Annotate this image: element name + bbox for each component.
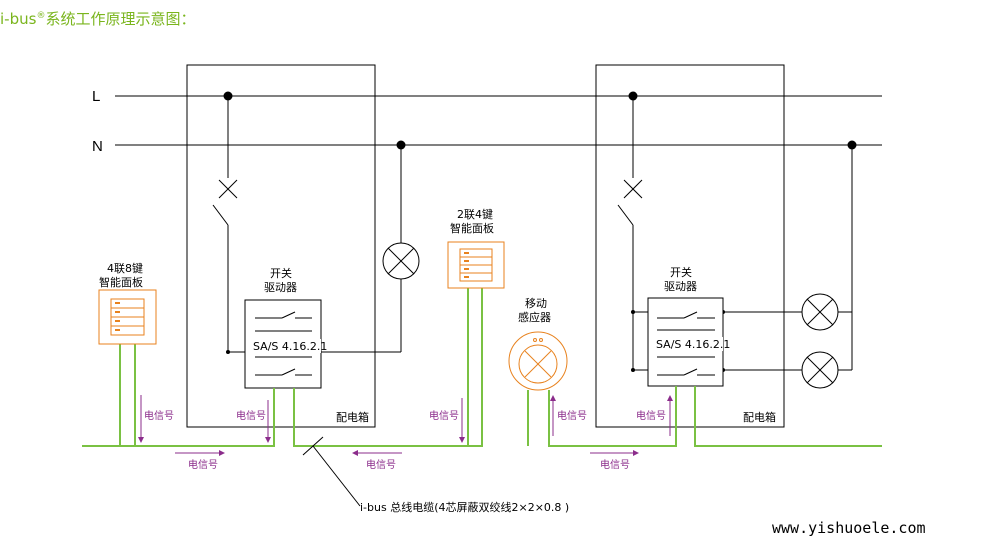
panel-left-label-2: 智能面板 bbox=[99, 275, 143, 289]
actuator-left-model: SA/S 4.16.2.1 bbox=[253, 340, 327, 353]
bus-wiring bbox=[82, 288, 882, 447]
signal-label: 电信号 bbox=[429, 409, 459, 422]
line-L-label: L bbox=[92, 88, 100, 105]
sensor-label-2: 感应器 bbox=[518, 310, 551, 324]
signal-label: 电信号 bbox=[366, 458, 396, 471]
cable-callout bbox=[302, 436, 361, 507]
distribution-box-left-label: 配电箱 bbox=[336, 410, 369, 424]
signal-label: 电信号 bbox=[144, 409, 174, 422]
distribution-box-left bbox=[186, 64, 376, 428]
smart-panel-4x8 bbox=[98, 289, 157, 345]
signal-label: 电信号 bbox=[636, 409, 666, 422]
lamp-icon bbox=[801, 351, 839, 389]
diagram-title: i-bus®系统工作原理示意图： bbox=[0, 10, 196, 28]
panel-mid-label-2: 智能面板 bbox=[450, 221, 494, 235]
signal-label: 电信号 bbox=[557, 409, 587, 422]
lamp-icon bbox=[801, 293, 839, 331]
panel-left-label-1: 4联8键 bbox=[107, 261, 143, 275]
switch-actuator-right: SA/S 4.16.2.1 bbox=[647, 297, 730, 387]
actuator-left-label-1: 开关 bbox=[270, 266, 292, 280]
switch-actuator-left: SA/S 4.16.2.1 bbox=[244, 299, 327, 389]
actuator-right-model: SA/S 4.16.2.1 bbox=[656, 338, 730, 351]
lamp-icon bbox=[382, 242, 420, 280]
actuator-left-label-2: 驱动器 bbox=[264, 281, 297, 294]
website-watermark: www.yishuoele.com bbox=[772, 519, 926, 537]
distribution-box-right-label: 配电箱 bbox=[743, 410, 776, 424]
right-circuit bbox=[617, 91, 857, 389]
actuator-right-label-2: 驱动器 bbox=[664, 280, 697, 293]
signal-arrows bbox=[138, 395, 673, 456]
actuator-right-label-1: 开关 bbox=[670, 265, 692, 279]
signal-label: 电信号 bbox=[600, 458, 630, 471]
left-circuit bbox=[212, 91, 420, 354]
motion-sensor-icon bbox=[508, 331, 568, 391]
panel-mid-label-1: 2联4键 bbox=[457, 207, 493, 221]
line-N-label: N bbox=[92, 138, 103, 155]
smart-panel-2x4 bbox=[447, 241, 505, 289]
signal-label: 电信号 bbox=[236, 409, 266, 422]
distribution-box-right bbox=[595, 64, 785, 428]
cable-label: i-bus 总线电缆(4芯屏蔽双绞线2×2×0.8 ) bbox=[360, 500, 569, 514]
sensor-label-1: 移动 bbox=[525, 297, 547, 310]
signal-label: 电信号 bbox=[188, 458, 218, 471]
